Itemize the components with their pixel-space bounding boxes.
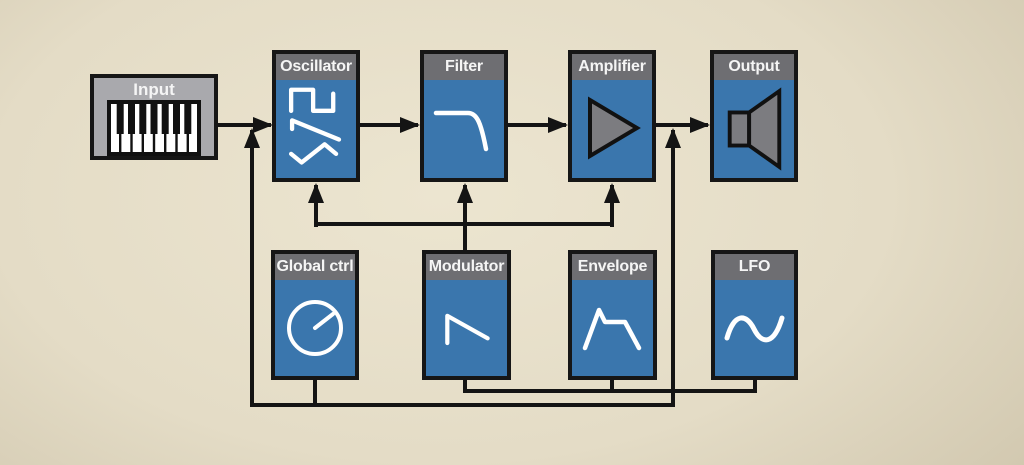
ramp-wave-icon (444, 313, 490, 346)
lfo-title: LFO (715, 254, 794, 280)
amplifier-title: Amplifier (572, 54, 652, 80)
lowpass-filter-curve-icon (433, 110, 489, 152)
global-ctrl-title: Global ctrl (275, 254, 355, 280)
module-output: Output (710, 50, 798, 182)
filter-title: Filter (424, 54, 504, 80)
oscillator-title: Oscillator (276, 54, 356, 80)
module-lfo: LFO (711, 250, 798, 380)
speaker-icon (727, 87, 782, 171)
module-modulator: Modulator (422, 250, 511, 380)
amplifier-triangle-icon (588, 96, 641, 160)
piano-keyboard-icon (107, 100, 201, 156)
envelope-title: Envelope (572, 254, 653, 280)
modulator-title: Modulator (426, 254, 507, 280)
square-saw-triangle-waveform-icon (288, 87, 342, 165)
module-filter: Filter (420, 50, 508, 182)
module-global-ctrl: Global ctrl (271, 250, 359, 380)
adsr-envelope-icon (582, 307, 641, 351)
module-envelope: Envelope (568, 250, 657, 380)
output-title: Output (714, 54, 794, 80)
knob-icon (287, 300, 343, 356)
module-oscillator: Oscillator (272, 50, 360, 182)
module-amplifier: Amplifier (568, 50, 656, 182)
input-label: Input (133, 80, 175, 99)
sine-wave-icon (724, 315, 784, 343)
module-input: Input (90, 74, 218, 160)
